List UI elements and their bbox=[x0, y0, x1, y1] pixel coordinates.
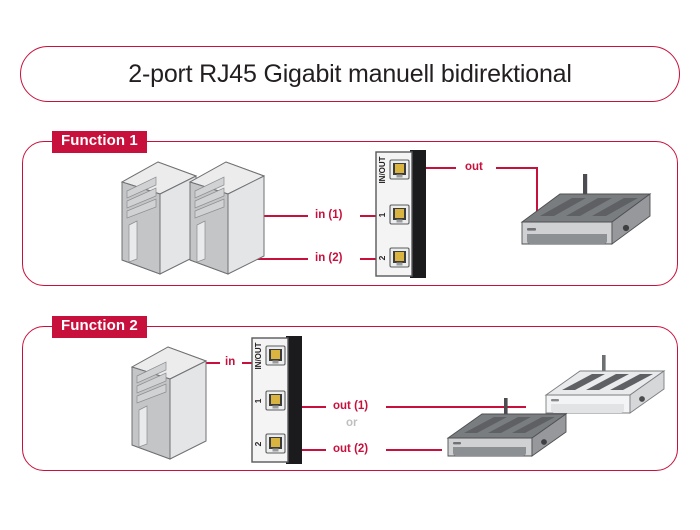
label-in: in bbox=[222, 356, 239, 368]
label-out-2: out (2) bbox=[330, 443, 372, 455]
router-dark-function-1 bbox=[500, 172, 665, 260]
wire-in1-to-switch bbox=[360, 215, 388, 217]
pc-tower-function-2 bbox=[130, 345, 208, 461]
function-2-badge: Function 2 bbox=[52, 316, 147, 338]
wire-switch-to-out bbox=[424, 167, 456, 169]
wire-in2-to-switch bbox=[360, 258, 388, 260]
switch-port-label-inout: IN/OUT bbox=[254, 342, 263, 369]
rj45-switch-function-2[interactable]: IN/OUT 1 2 bbox=[250, 336, 312, 464]
wire-out2-to-router-dark bbox=[386, 449, 442, 451]
wire-out1-to-router-light bbox=[386, 406, 526, 408]
function-1-badge: Function 1 bbox=[52, 131, 147, 153]
label-out: out bbox=[462, 161, 486, 173]
switch-port-label-2: 2 bbox=[253, 441, 263, 446]
wire-switch-to-out1 bbox=[300, 406, 326, 408]
wire-out-to-corner bbox=[496, 167, 538, 169]
pc-tower-1 bbox=[120, 160, 198, 276]
label-in-2: in (2) bbox=[312, 252, 346, 264]
page-title: 2-port RJ45 Gigabit manuell bidirektiona… bbox=[128, 59, 572, 88]
wire-pc2-to-in1 bbox=[252, 215, 308, 217]
label-in-1: in (1) bbox=[312, 209, 346, 221]
switch-port-label-2: 2 bbox=[377, 255, 387, 260]
wire-switch-to-out2 bbox=[300, 449, 326, 451]
label-out-1: out (1) bbox=[330, 400, 372, 412]
switch-port-label-1: 1 bbox=[377, 212, 387, 217]
pc-tower-2 bbox=[188, 160, 266, 276]
wire-out-down-to-router bbox=[536, 167, 538, 217]
switch-port-label-inout: IN/OUT bbox=[378, 156, 387, 183]
router-light-function-2 bbox=[528, 355, 678, 435]
label-or: or bbox=[343, 417, 361, 429]
wire-pc-to-in bbox=[198, 362, 220, 364]
switch-port-label-1: 1 bbox=[253, 398, 263, 403]
rj45-switch-function-1[interactable]: IN/OUT 1 2 bbox=[374, 150, 436, 278]
router-dark-function-2 bbox=[430, 398, 580, 478]
title-banner: 2-port RJ45 Gigabit manuell bidirektiona… bbox=[20, 46, 680, 102]
wire-pc2-to-in2 bbox=[252, 258, 308, 260]
